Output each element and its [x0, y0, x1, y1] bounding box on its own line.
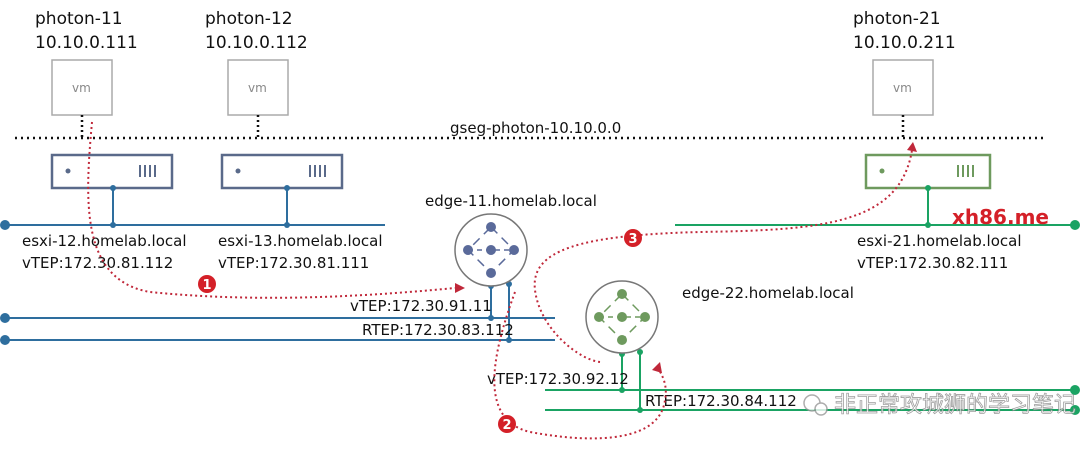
edge-name: edge-22.homelab.local [682, 284, 854, 302]
vm-ip: 10.10.0.111 [35, 33, 138, 53]
edge-name: edge-11.homelab.local [425, 192, 597, 210]
host-esxi-13[interactable]: esxi-13.homelab.local vTEP:172.30.81.111 [218, 153, 382, 272]
traffic-path [87, 121, 913, 440]
step-badge-2: 2 [498, 415, 516, 433]
host-name: esxi-13.homelab.local [218, 232, 382, 250]
server-icon [864, 153, 992, 190]
site-watermark: xh86.me [952, 205, 1049, 229]
segment-label: gseg-photon-10.10.0.0 [450, 119, 621, 137]
arrow-head-icon [455, 283, 465, 293]
svg-text:3: 3 [628, 232, 637, 247]
svg-text:非正常攻城狮的学习笔记: 非正常攻城狮的学习笔记 [834, 393, 1076, 418]
vm-name: photon-21 [853, 9, 941, 29]
vm-ip: 10.10.0.211 [853, 33, 956, 53]
svg-text:2: 2 [502, 418, 511, 433]
router-icon [454, 213, 528, 287]
host-name: esxi-12.homelab.local [22, 232, 186, 250]
vm-photon-21[interactable]: photon-21 10.10.0.211 vm [853, 9, 956, 138]
host-vtep: vTEP:172.30.81.111 [218, 254, 369, 272]
arrow-head-icon [652, 362, 662, 373]
svg-text:1: 1 [202, 278, 211, 293]
edge-vtep: vTEP:172.30.92.12 [487, 370, 629, 388]
host-esxi-21[interactable]: esxi-21.homelab.local vTEP:172.30.82.111 [857, 153, 1021, 272]
arrow-head-icon [907, 142, 917, 152]
edge-node-22[interactable]: edge-22.homelab.local vTEP:172.30.92.12 … [487, 280, 1080, 415]
vm-name: photon-11 [35, 9, 123, 29]
edge-vtep: vTEP:172.30.91.11 [350, 297, 492, 315]
server-icon [220, 153, 344, 190]
vm-photon-12[interactable]: photon-12 10.10.0.112 vm [205, 9, 308, 138]
edge-node-11[interactable]: edge-11.homelab.local vTEP:172.30.91.11 … [0, 192, 597, 345]
edge-rtep: RTEP:172.30.84.112 [645, 392, 797, 410]
host-vtep: vTEP:172.30.81.112 [22, 254, 173, 272]
vm-box-label: vm [893, 81, 912, 95]
vm-name: photon-12 [205, 9, 293, 29]
vm-box-label: vm [72, 81, 91, 95]
router-icon [585, 280, 659, 354]
edge-rtep: RTEP:172.30.83.112 [362, 321, 514, 339]
host-vtep: vTEP:172.30.82.111 [857, 254, 1008, 272]
vm-ip: 10.10.0.112 [205, 33, 308, 53]
step-badge-1: 1 [198, 275, 216, 293]
vm-photon-11[interactable]: photon-11 10.10.0.111 vm [35, 9, 138, 138]
host-esxi-12[interactable]: esxi-12.homelab.local vTEP:172.30.81.112 [22, 153, 186, 272]
vm-icon [227, 59, 289, 116]
host-name: esxi-21.homelab.local [857, 232, 1021, 250]
vm-box-label: vm [248, 81, 267, 95]
step-badge-3: 3 [624, 229, 642, 247]
wechat-watermark: 非正常攻城狮的学习笔记 [803, 393, 1076, 418]
